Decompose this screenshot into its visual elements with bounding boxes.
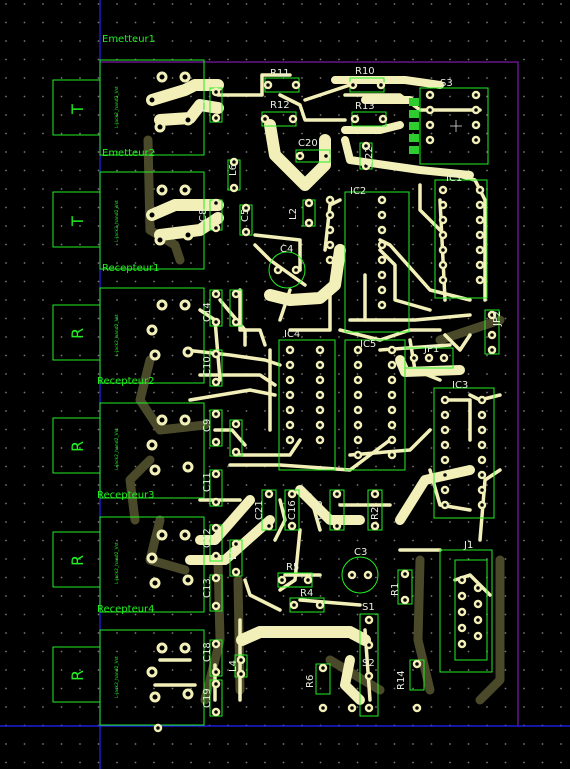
ref-c11: C11 (202, 472, 213, 492)
connector-pads (146, 71, 194, 703)
label-recepteur1: Recepteur1 (102, 263, 160, 274)
connector-label-5: L-jack2_hand2_Vst (114, 542, 120, 584)
ref-l4: L4 (228, 660, 239, 672)
connector-label-4: L-jack2_hand2_Vst (114, 428, 120, 470)
connector-letter-5: R (68, 555, 87, 566)
thin-traces (153, 73, 502, 702)
ref-c3: C3 (354, 547, 367, 558)
ref-ic1: IC1 (446, 173, 462, 184)
ref-r1: R1 (390, 583, 401, 596)
ref-c10: C10 (202, 356, 213, 376)
ref-c12: C12 (202, 528, 213, 548)
ref-c18: C18 (202, 642, 213, 662)
ref-c8: C8 (198, 209, 209, 222)
label-recepteur2: Recepteur2 (97, 376, 155, 387)
ref-r4: R4 (300, 588, 313, 599)
ref-c4: C4 (280, 244, 293, 255)
ref-c14: C14 (202, 302, 213, 322)
connector-letter-4: R (68, 441, 87, 452)
ref-s2: S2 (362, 658, 375, 669)
ref-c5: C5 (240, 209, 251, 222)
ref-c15: C15 (314, 500, 325, 520)
ref-c16: C16 (287, 500, 298, 520)
ref-r13: R13 (355, 101, 375, 112)
crosshair-icon (450, 120, 462, 132)
ref-c21: C21 (254, 500, 265, 520)
connector-letter-1: T (68, 104, 87, 115)
ref-r14: R14 (396, 670, 407, 690)
label-recepteur3: Recepteur3 (97, 490, 155, 501)
connector-label-6: L-jack2_hand2_Vst (114, 656, 120, 698)
connector-letter-3: R (68, 328, 87, 339)
connector-label-1: L-jack2_hand2_Vst (114, 86, 120, 128)
label-recepteur4: Recepteur4 (97, 604, 155, 615)
ref-c7: C7 (198, 99, 209, 112)
ref-s3: S3 (440, 78, 453, 89)
ref-r11: R11 (270, 68, 290, 79)
component-pads (153, 80, 497, 733)
reference-designators: R11 R10 R12 R13 S3 C7 C20 C22 L6 IC2 IC1… (198, 66, 503, 708)
ref-r6: R6 (305, 675, 316, 688)
ref-c22: C22 (364, 146, 375, 166)
s3-pads (409, 98, 419, 154)
ref-c20: C20 (298, 138, 318, 149)
ref-ic4: IC4 (284, 329, 300, 340)
ref-ic5: IC5 (360, 339, 376, 350)
ref-j1: J1 (463, 540, 473, 551)
connector-label-2: L-jack2_hand2_Vst (114, 200, 120, 242)
ref-r12: R12 (270, 100, 290, 111)
connector-letter-2: T (68, 216, 87, 227)
ref-l5: L5 (228, 548, 239, 560)
ref-c9: C9 (202, 419, 213, 432)
connector-letter-6: R (68, 670, 87, 681)
ref-r5: R5 (286, 562, 299, 573)
ref-c19: C19 (202, 688, 213, 708)
ref-ic2: IC2 (350, 186, 366, 197)
label-emetteur1: Emetteur1 (102, 34, 155, 45)
ref-r2: R2 (370, 507, 381, 520)
ref-l2: L2 (288, 208, 299, 220)
ic-pads (285, 90, 487, 649)
connector-label-3: L-jack2_hand2_Vst (114, 314, 120, 356)
ref-s1: S1 (362, 602, 375, 613)
ref-jp1: JP1 (423, 344, 439, 355)
ref-jp2: JP2 (492, 311, 503, 327)
ref-ic3: IC3 (452, 380, 468, 391)
ref-r10: R10 (355, 66, 375, 77)
label-emetteur2: Emetteur2 (102, 148, 155, 159)
ref-l6: L6 (228, 164, 239, 176)
ref-c13: C13 (202, 578, 213, 598)
